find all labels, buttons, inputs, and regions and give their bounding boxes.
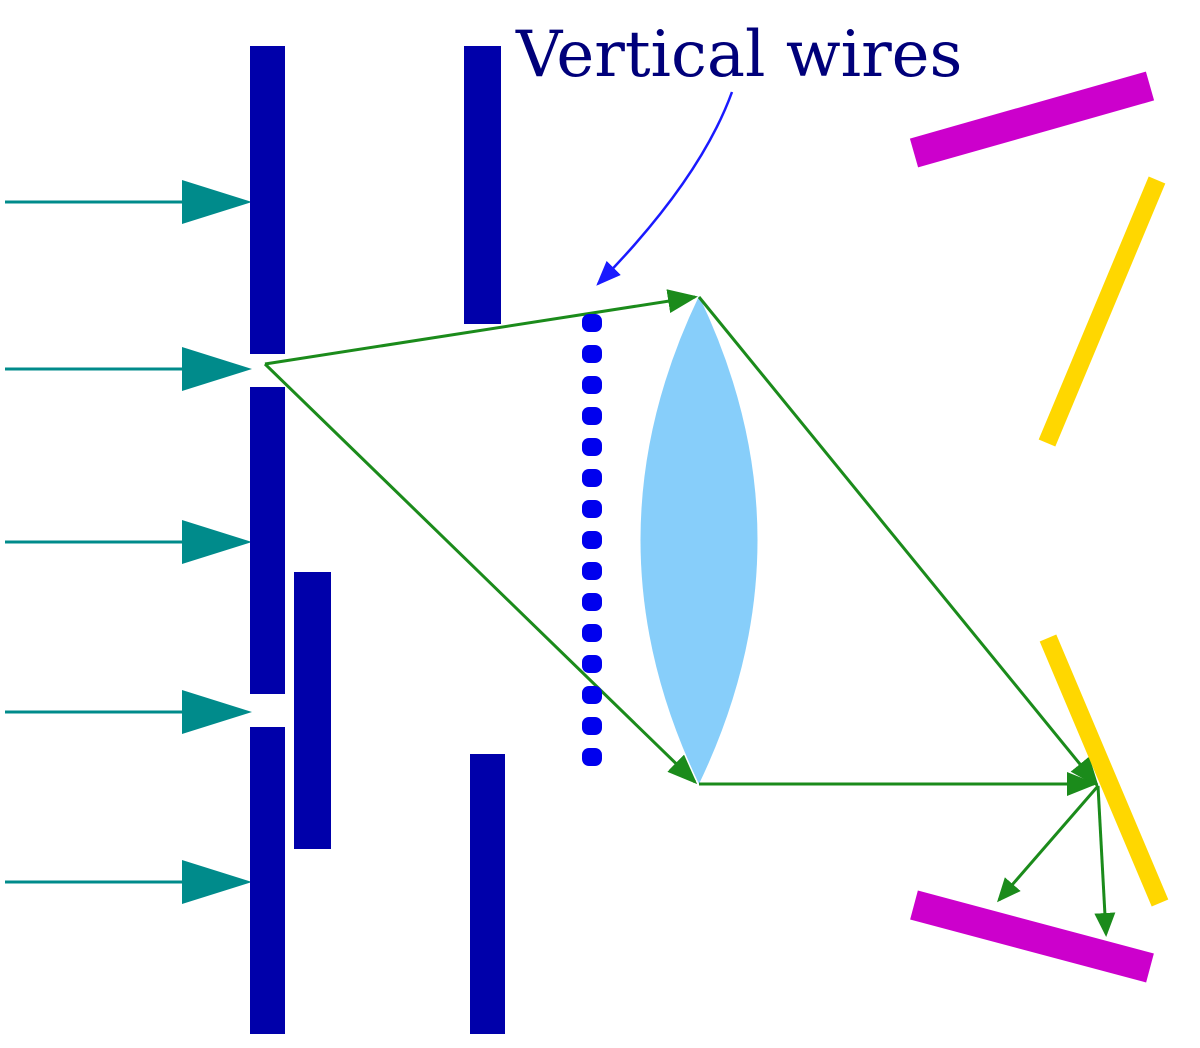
vertical-wires	[582, 314, 602, 766]
offset-plate	[294, 572, 331, 849]
ray-upper-refracted	[697, 296, 1099, 788]
wire-dot	[582, 624, 602, 642]
mirrors	[909, 71, 1169, 983]
mirror-magenta-bottom	[910, 890, 1154, 983]
ray-upper-incident	[264, 289, 698, 366]
wire-dot	[582, 531, 602, 549]
incoming-arrow	[5, 860, 252, 904]
mirror-yellow-top	[1038, 176, 1166, 447]
mirror-magenta-top	[909, 71, 1155, 168]
slit-plate	[470, 754, 505, 1034]
wires-annotation: Vertical wires	[515, 18, 962, 286]
wire-dot	[582, 562, 602, 580]
wire-dot	[582, 748, 602, 766]
rays	[263, 289, 1116, 937]
wire-dot	[582, 376, 602, 394]
wire-dot	[582, 314, 602, 332]
incoming-arrow	[5, 180, 252, 224]
slit-plate	[250, 387, 285, 694]
annotation-pointer	[596, 91, 734, 286]
ray-reflected-left	[997, 785, 1100, 903]
mirror-yellow-bottom	[1039, 634, 1169, 907]
wire-dot	[582, 686, 602, 704]
wire-dot	[582, 655, 602, 673]
slit-plate	[464, 46, 501, 324]
incoming-arrow	[5, 520, 252, 564]
middle-plates	[294, 46, 505, 1034]
ray-reflected-down	[1094, 785, 1116, 937]
wire-dot	[582, 407, 602, 425]
incoming-arrow	[5, 347, 252, 391]
slit-plate	[250, 727, 285, 1034]
wire-dot	[582, 717, 602, 735]
wire-dot	[582, 438, 602, 456]
wire-dot	[582, 469, 602, 487]
lens	[640, 296, 758, 784]
annotation-label: Vertical wires	[515, 18, 962, 92]
incoming-arrows	[5, 180, 252, 904]
wire-dot	[582, 345, 602, 363]
ray-lower-incident	[263, 362, 698, 785]
wire-dot	[582, 500, 602, 518]
left-slit-plates	[250, 46, 285, 1034]
wire-dot	[582, 593, 602, 611]
incoming-arrow	[5, 690, 252, 734]
slit-plate	[250, 46, 285, 354]
